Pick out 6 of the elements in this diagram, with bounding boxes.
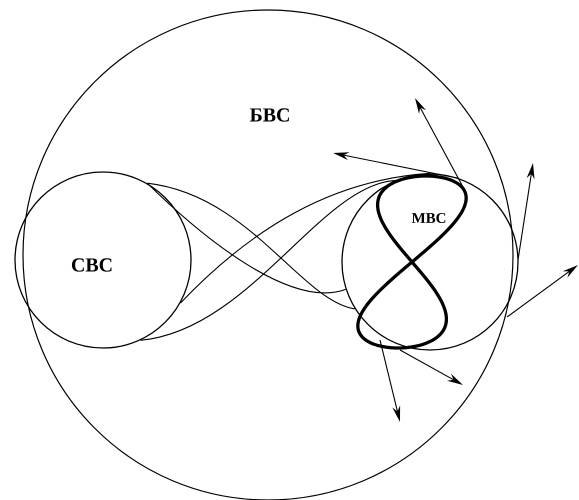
figure-eight-loop: МВС <box>356 174 468 350</box>
connecting-curve <box>147 182 355 310</box>
connecting-curve <box>140 180 396 341</box>
circle <box>341 173 519 351</box>
connecting-curve <box>180 172 430 304</box>
connecting-curve <box>146 182 346 294</box>
